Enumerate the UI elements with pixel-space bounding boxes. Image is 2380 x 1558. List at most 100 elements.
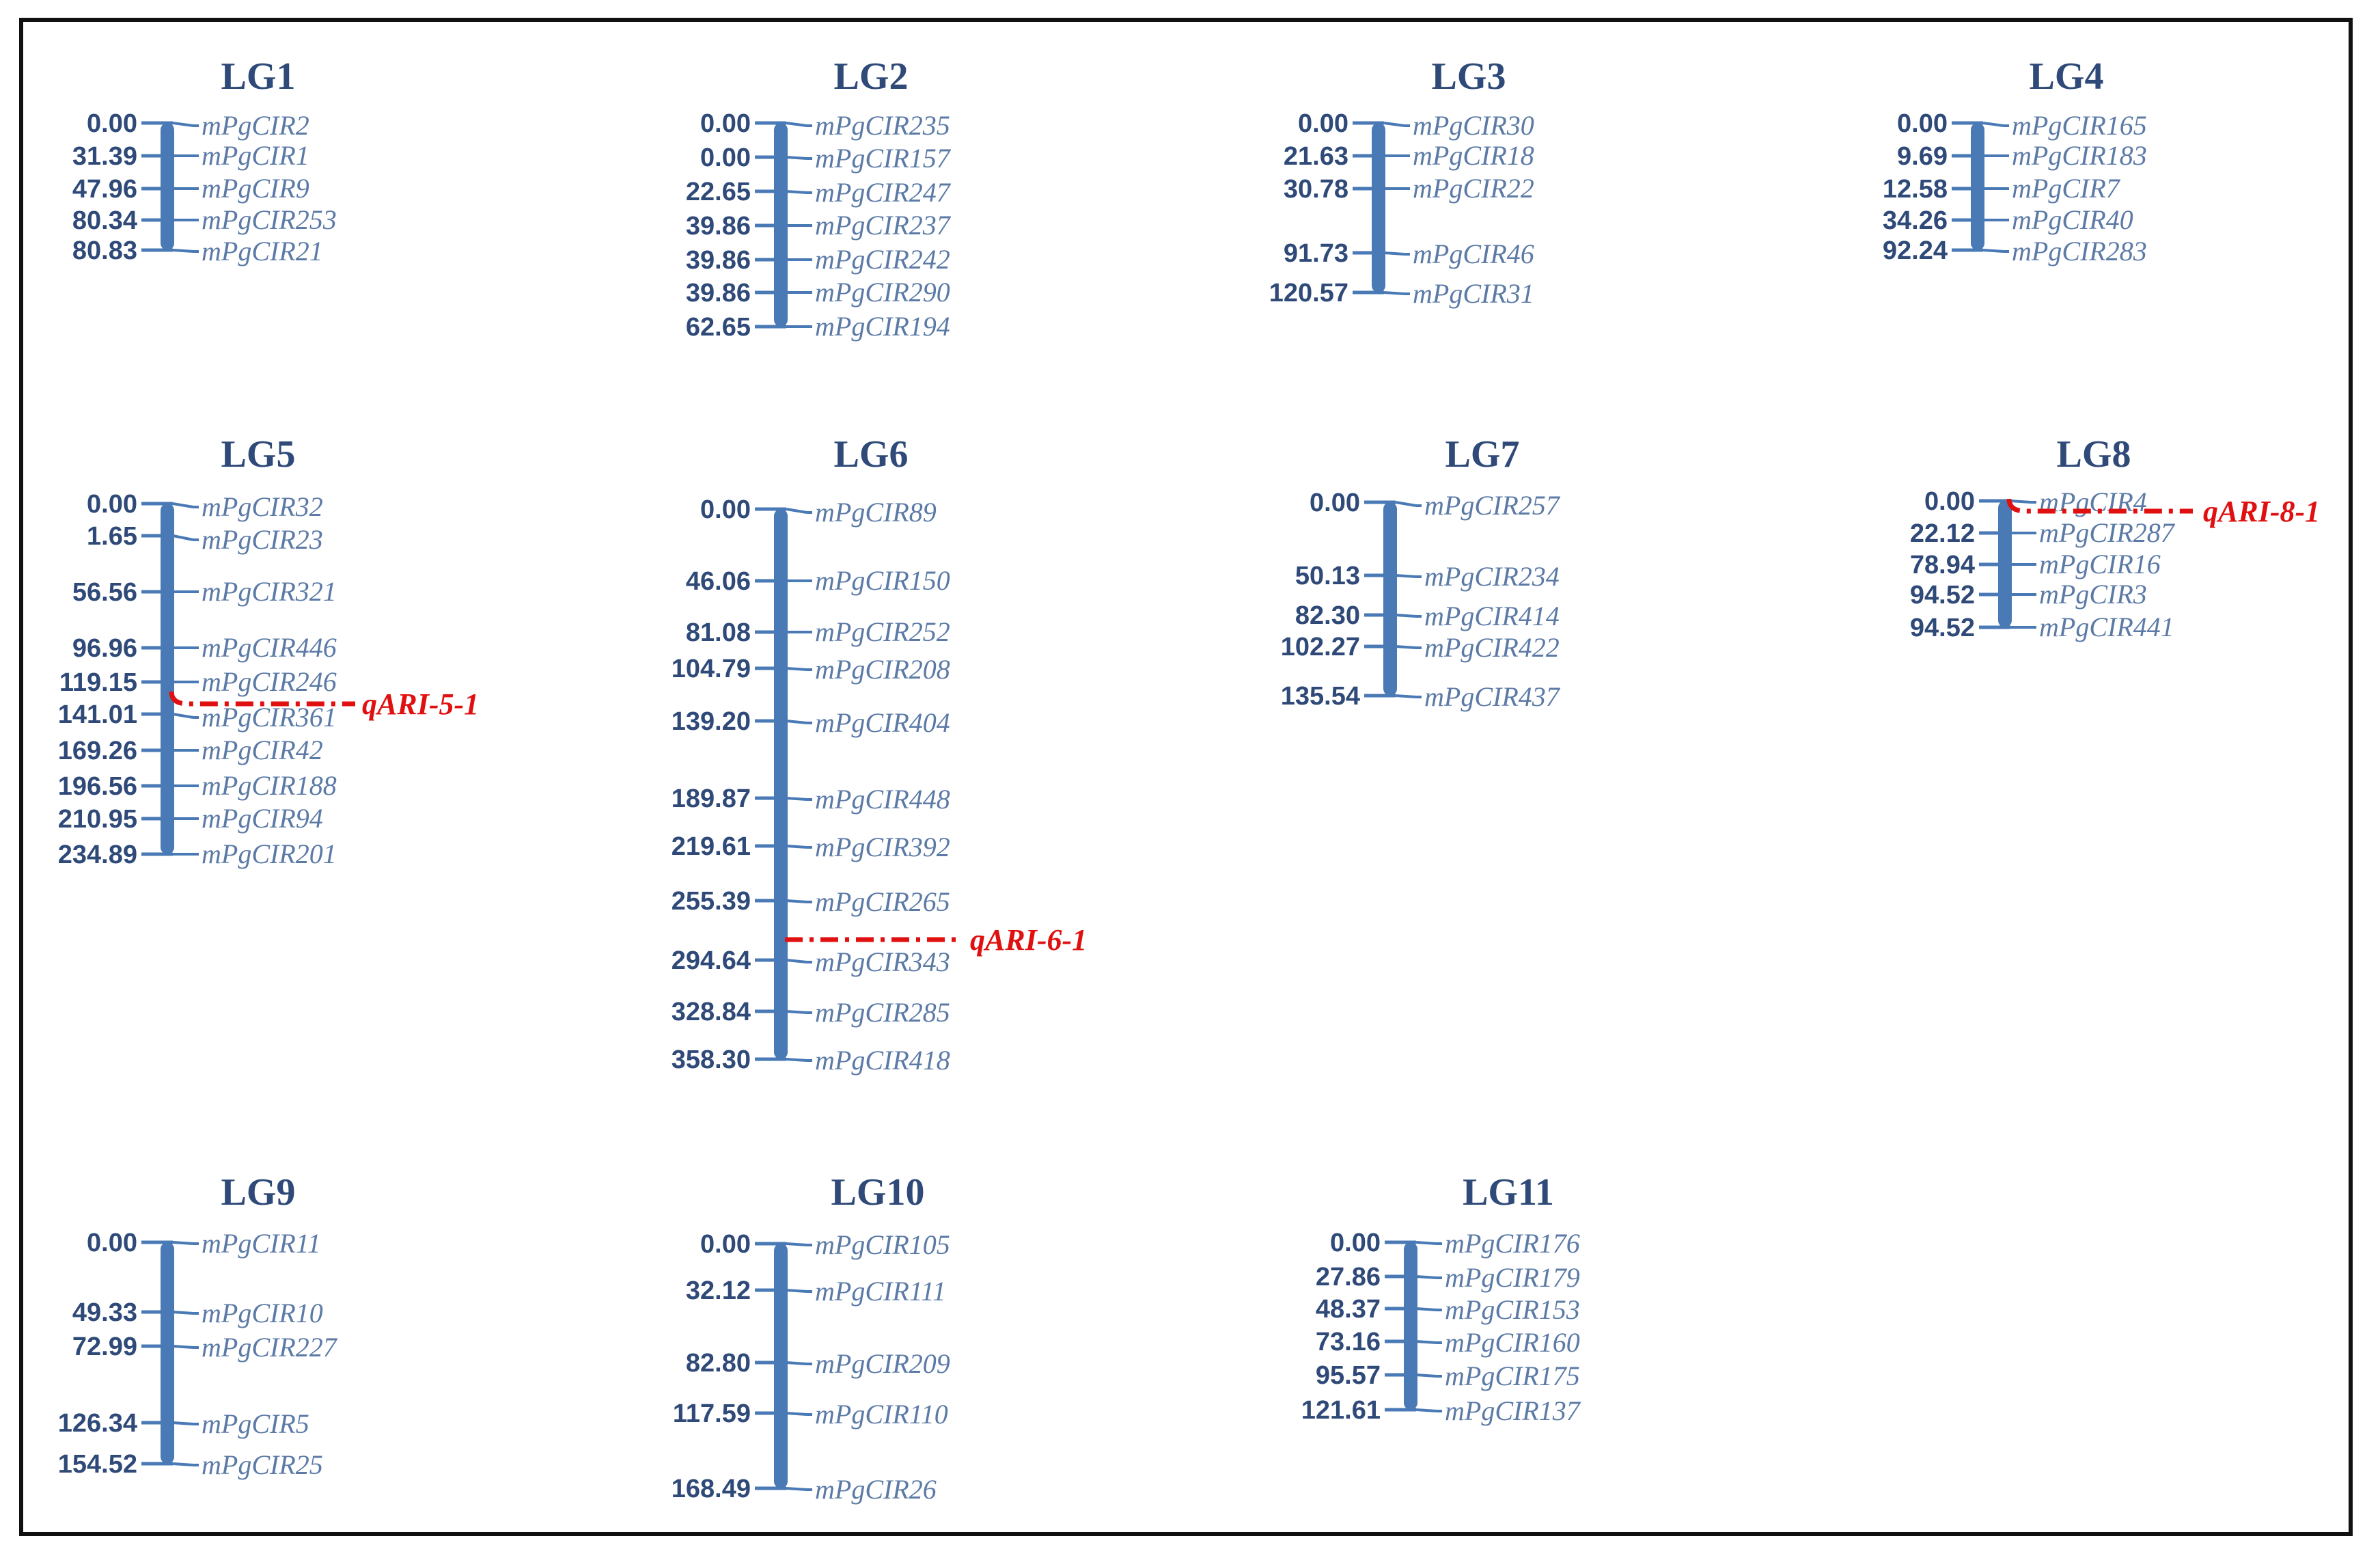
marker-name: mPgCIR392: [815, 832, 950, 862]
marker-connector: [786, 508, 807, 514]
marker-position: 219.61: [672, 832, 751, 861]
marker-position: 32.12: [686, 1276, 751, 1305]
marker-name: mPgCIR242: [815, 244, 950, 275]
marker-position: 154.52: [58, 1450, 137, 1479]
marker-position: 139.20: [672, 707, 751, 736]
marker-position: 0.00: [87, 109, 137, 138]
marker-connector: [1415, 1340, 1437, 1344]
chromosome-bar: [1383, 502, 1397, 696]
marker-position: 78.94: [1910, 551, 1975, 579]
marker-name: mPgCIR437: [1424, 681, 1561, 712]
marker-position: 95.57: [1316, 1361, 1381, 1390]
marker-name: mPgCIR165: [2012, 110, 2147, 141]
marker-connector: [786, 1487, 807, 1491]
marker-connector: [172, 1311, 194, 1315]
marker-name: mPgCIR16: [2039, 549, 2161, 579]
qtl-indicator: qARI-6-1: [785, 923, 1087, 957]
marker-name: mPgCIR26: [815, 1474, 937, 1505]
marker-name: mPgCIR283: [2012, 236, 2147, 266]
marker-name: mPgCIR30: [1413, 110, 1534, 141]
marker-position: 80.83: [72, 236, 137, 265]
marker-position: 21.63: [1284, 142, 1348, 171]
chromosome-bar: [774, 1244, 788, 1488]
marker-position: 169.26: [58, 737, 137, 765]
marker-name: mPgCIR10: [202, 1298, 323, 1328]
marker-name: mPgCIR25: [202, 1449, 323, 1480]
marker-name: mPgCIR446: [202, 632, 337, 663]
marker-position: 0.00: [1330, 1229, 1381, 1257]
marker-name: mPgCIR441: [2039, 612, 2174, 642]
marker-position: 102.27: [1281, 633, 1360, 661]
marker-position: 34.26: [1883, 206, 1948, 235]
marker-connector: [786, 667, 807, 671]
marker-position: 0.00: [700, 144, 751, 172]
marker-connector: [786, 720, 807, 724]
marker-connector: [172, 1421, 194, 1425]
marker-connector: [172, 713, 194, 719]
marker-position: 81.08: [686, 618, 751, 647]
marker-name: mPgCIR287: [2039, 517, 2176, 548]
marker-name: mPgCIR343: [815, 946, 950, 977]
marker-position: 62.65: [686, 313, 751, 342]
marker-connector: [786, 797, 807, 801]
marker-name: mPgCIR209: [815, 1348, 950, 1379]
chromosome-bar: [161, 1242, 174, 1464]
marker-position: 94.52: [1910, 614, 1975, 642]
linkage-group-title: LG11: [1463, 1171, 1554, 1214]
chromosome-bar: [161, 123, 174, 250]
marker-position: 0.00: [1298, 109, 1348, 138]
marker-position: 0.00: [87, 1229, 137, 1257]
marker-connector: [1383, 122, 1405, 127]
marker-name: mPgCIR23: [202, 524, 323, 555]
marker-name: mPgCIR265: [815, 886, 950, 917]
marker-name: mPgCIR208: [815, 654, 950, 685]
marker-position: 0.00: [1924, 487, 1975, 516]
marker-connector: [172, 1462, 194, 1466]
marker-position: 73.16: [1316, 1328, 1381, 1356]
marker-name: mPgCIR448: [815, 784, 950, 815]
marker-name: mPgCIR111: [815, 1276, 946, 1307]
marker-position: 30.78: [1284, 175, 1348, 204]
figure-frame: [19, 18, 2353, 1536]
marker-position: 294.64: [672, 946, 751, 975]
marker-connector: [786, 1010, 807, 1014]
linkage-group-title: LG7: [1445, 433, 1520, 476]
qtl-label: qARI-5-1: [362, 687, 479, 721]
marker-name: mPgCIR257: [1424, 490, 1561, 521]
marker-position: 82.30: [1295, 601, 1360, 630]
marker-name: mPgCIR235: [815, 110, 950, 141]
marker-connector: [1415, 1374, 1437, 1378]
marker-position: 234.89: [58, 840, 137, 869]
marker-position: 92.24: [1883, 236, 1948, 265]
marker-connector: [786, 1361, 807, 1365]
marker-position: 210.95: [58, 805, 137, 834]
marker-connector: [172, 122, 194, 127]
marker-position: 94.52: [1910, 581, 1975, 610]
marker-position: 39.86: [686, 212, 751, 241]
marker-position: 50.13: [1295, 562, 1360, 590]
marker-name: mPgCIR290: [815, 277, 950, 308]
marker-name: mPgCIR246: [202, 666, 337, 697]
marker-connector: [786, 156, 807, 160]
marker-position: 255.39: [672, 887, 751, 916]
marker-name: mPgCIR234: [1424, 561, 1560, 592]
marker-name: mPgCIR153: [1445, 1294, 1580, 1325]
marker-position: 48.37: [1316, 1295, 1381, 1324]
marker-name: mPgCIR94: [202, 803, 323, 834]
marker-name: mPgCIR404: [815, 707, 950, 738]
marker-connector: [172, 1345, 194, 1349]
linkage-group-title: LG3: [1432, 55, 1506, 98]
marker-connector: [1383, 251, 1405, 256]
marker-position: 120.57: [1269, 279, 1348, 308]
marker-connector: [1395, 574, 1417, 578]
marker-name: mPgCIR2: [202, 110, 309, 141]
marker-connector: [1982, 122, 2004, 127]
marker-connector: [786, 1242, 807, 1246]
marker-position: 0.00: [87, 490, 137, 519]
